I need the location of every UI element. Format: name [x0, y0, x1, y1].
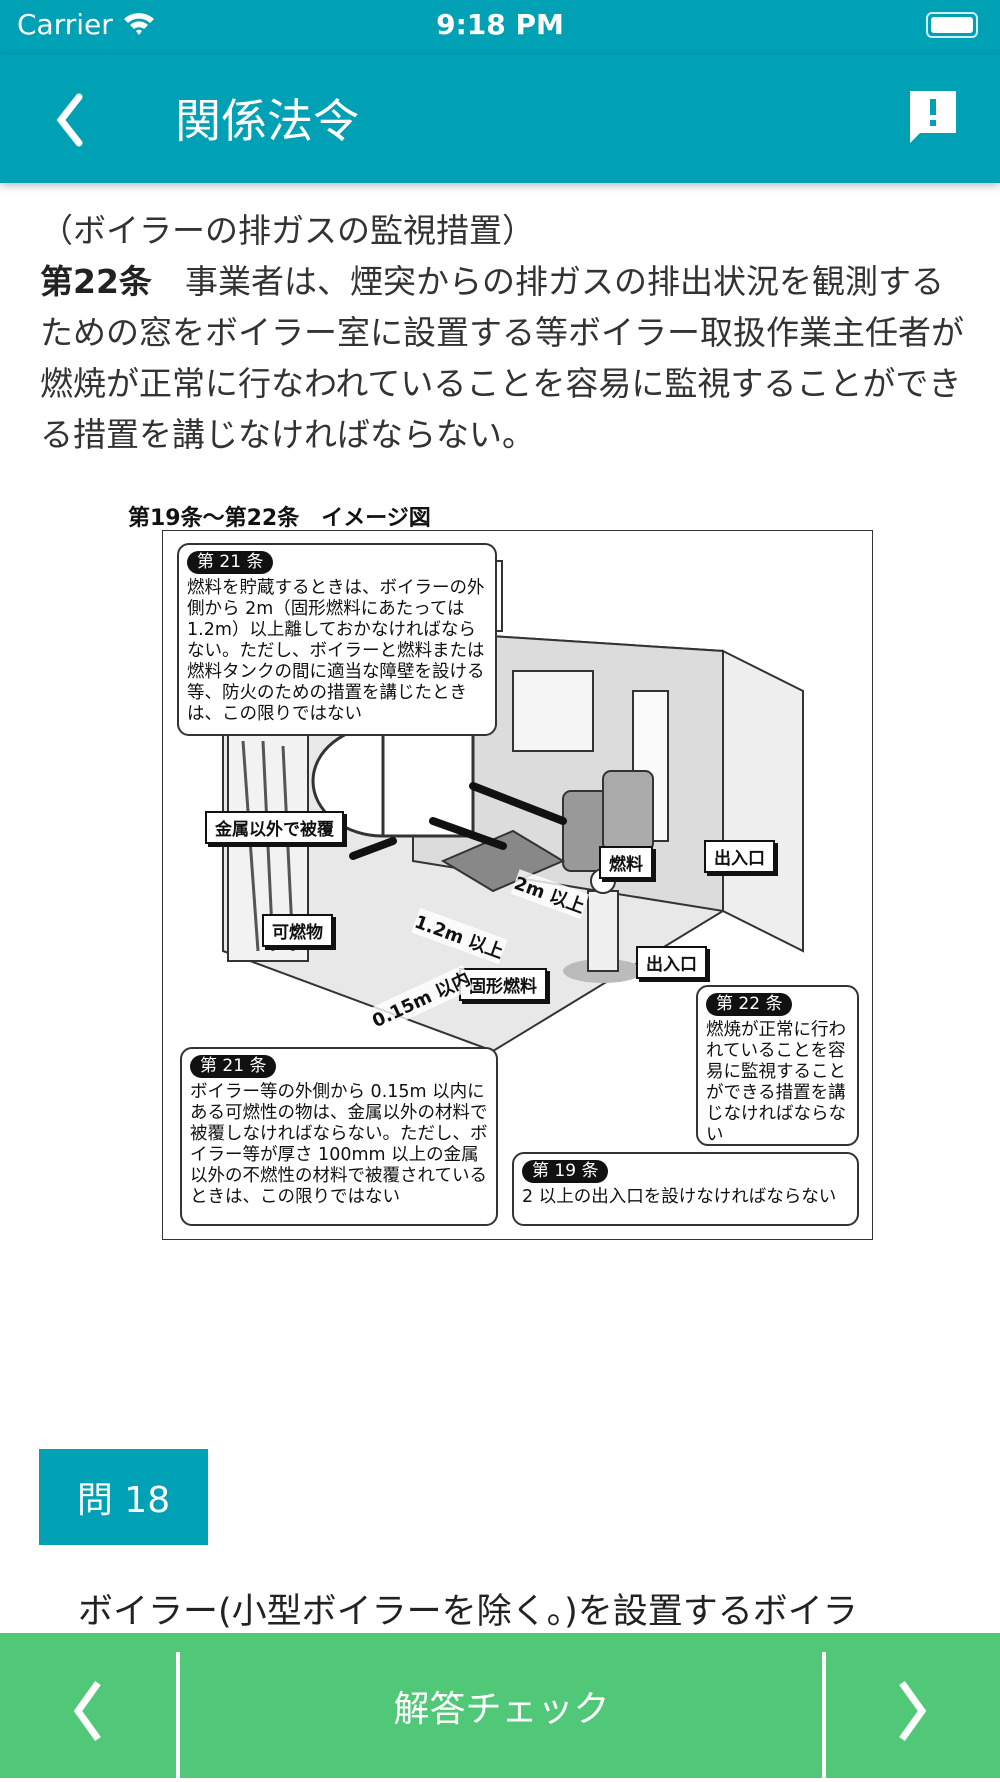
boiler-room-illustration: 第 21 条 燃料を貯蔵するときは、ボイラーの外側から 2m（固形燃料にあたって… — [162, 530, 873, 1240]
callout-badge: 第 21 条 — [190, 1055, 277, 1078]
chevron-right-icon — [899, 1680, 927, 1742]
question-number-badge: 問 18 — [39, 1449, 208, 1545]
status-bar: Carrier 9:18 PM — [0, 0, 1000, 55]
callout-article-21-covering: 第 21 条 ボイラー等の外側から 0.15m 以内にある可燃性の物は、金属以外… — [180, 1047, 498, 1226]
callout-text: 2 以上の出入口を設けなければならない — [522, 1187, 837, 1207]
clock: 9:18 PM — [436, 8, 564, 41]
bottom-bar: 解答チェック — [0, 1633, 1000, 1778]
report-button[interactable] — [908, 89, 958, 145]
callout-text: ボイラー等の外側から 0.15m 以内にある可燃性の物は、金属以外の材料で被覆し… — [190, 1082, 488, 1207]
previous-button[interactable] — [0, 1633, 176, 1778]
label-exit-center: 出入口 — [636, 946, 707, 979]
page-title: 関係法令 — [175, 94, 359, 148]
label-covering: 金属以外で被覆 — [205, 811, 344, 844]
callout-article-21-storage: 第 21 条 燃料を貯蔵するときは、ボイラーの外側から 2m（固形燃料にあたって… — [177, 543, 497, 736]
battery-icon — [926, 12, 978, 38]
chevron-left-icon — [73, 1680, 101, 1742]
next-button[interactable] — [826, 1633, 1000, 1778]
carrier-label: Carrier — [17, 8, 113, 41]
check-answer-button[interactable]: 解答チェック — [393, 1688, 610, 1730]
callout-text: 燃料を貯蔵するときは、ボイラーの外側から 2m（固形燃料にあたっては 1.2m）… — [187, 578, 485, 724]
nav-bar: 関係法令 — [0, 55, 1000, 183]
question-text: ボイラー(小型ボイラーを除く。)を設置するボイラ — [78, 1592, 858, 1632]
feedback-icon — [910, 91, 956, 143]
callout-badge: 第 19 条 — [522, 1160, 609, 1183]
callout-article-19: 第 19 条 2 以上の出入口を設けなければならない — [512, 1152, 859, 1226]
callout-badge: 第 21 条 — [187, 551, 274, 574]
back-button[interactable] — [45, 85, 95, 155]
article-body: （ボイラーの排ガスの監視措置） 第22条 事業者は、煙突からの排ガスの排出状況を… — [40, 205, 970, 460]
label-fuel: 燃料 — [599, 846, 653, 879]
callout-badge: 第 22 条 — [706, 993, 793, 1016]
callout-text: 燃焼が正常に行われていることを容易に監視することができる措置を講じなければならな… — [706, 1020, 846, 1145]
article-text: 事業者は、煙突からの排ガスの排出状況を観測するための窓をボイラー室に設置する等ボ… — [40, 262, 964, 454]
divider — [176, 1652, 180, 1778]
figure-title: 第19条～第22条 イメージ図 — [128, 506, 431, 531]
wifi-icon — [122, 10, 156, 43]
label-combustible: 可燃物 — [262, 914, 333, 947]
label-exit-right: 出入口 — [704, 840, 775, 873]
chevron-left-icon — [56, 93, 83, 147]
divider — [822, 1652, 826, 1778]
article-number: 第22条 — [40, 262, 152, 301]
article-caption: （ボイラーの排ガスの監視措置） — [40, 211, 535, 250]
callout-article-22: 第 22 条 燃焼が正常に行われていることを容易に監視することができる措置を講じ… — [696, 985, 859, 1146]
